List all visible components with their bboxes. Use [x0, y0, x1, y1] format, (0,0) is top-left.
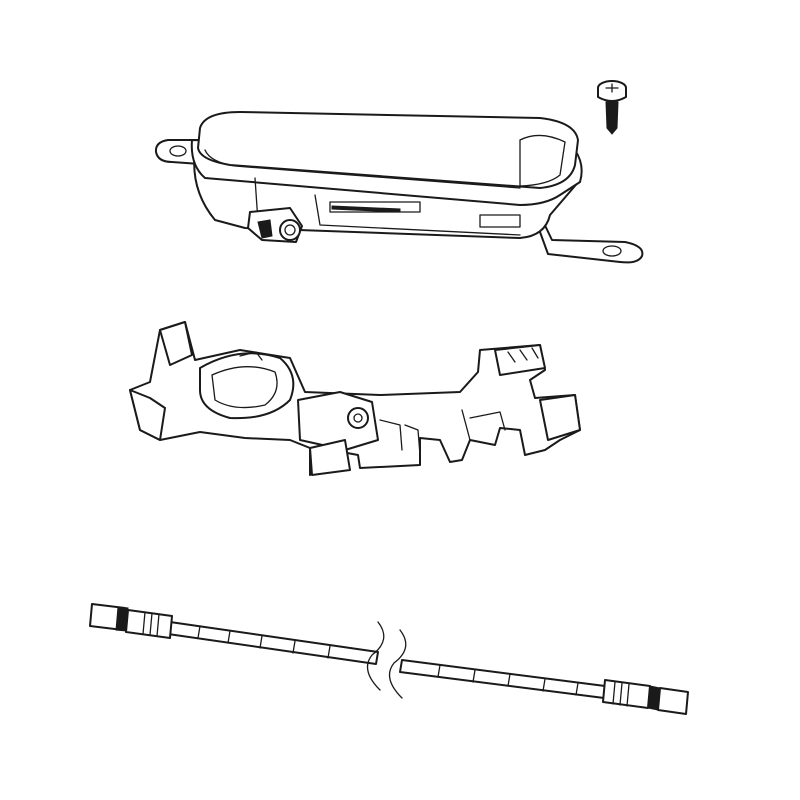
cable-icon: [89, 603, 689, 715]
screw-icon: [597, 80, 627, 135]
display-unit-icon: [154, 111, 644, 264]
mounting-bracket-icon: [129, 321, 581, 476]
